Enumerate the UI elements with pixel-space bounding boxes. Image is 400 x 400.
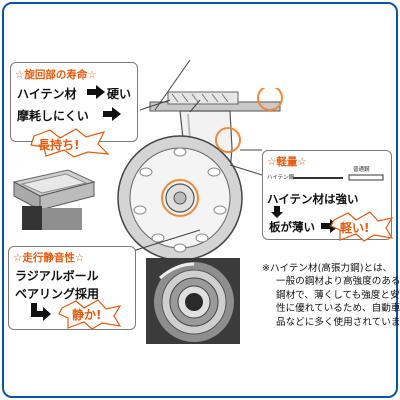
swivel-line1-hard: 硬い xyxy=(107,87,132,101)
quiet-badge-text: 静か! xyxy=(72,308,102,322)
swivel-line2: 摩耗しにくい xyxy=(17,109,89,123)
arrow-bend-icon xyxy=(31,303,51,321)
swivel-badge xyxy=(30,128,110,158)
chart-label-hi: ハイテン鋼 xyxy=(267,175,295,181)
arrow-right-icon xyxy=(103,107,121,121)
quiet-line2: ベアリング採用 xyxy=(15,287,100,301)
quiet-badge xyxy=(58,299,122,330)
thickness-chart: ハイテン鋼 普通鋼 xyxy=(267,165,385,187)
caster-illustration xyxy=(117,88,283,261)
material-note: ※ハイテン材(高張力鋼)とは、 一般の鋼材より高強度のある 鋼材で、薄くしても強… xyxy=(262,262,400,329)
swivel-header: ☆旋回部の寿命☆ xyxy=(15,69,97,81)
note-line: 一般の鋼材より高強度のある xyxy=(276,276,400,288)
note-line: 品などに多く使用されています。 xyxy=(276,316,400,328)
quiet-header: ☆走行静音性☆ xyxy=(13,252,85,264)
chart-label-std: 普通鋼 xyxy=(353,167,370,173)
bearing-photo xyxy=(146,258,240,344)
light-badge-text: 軽い! xyxy=(340,221,370,235)
note-line: 性に優れているため、自動車部 xyxy=(276,303,400,315)
swivel-badge-text: 長持ち! xyxy=(38,138,80,152)
swivel-line1-material: ハイテン材 xyxy=(17,87,77,101)
light-line1: ハイテン材は強い xyxy=(267,192,359,206)
top-plate-photo xyxy=(8,162,98,234)
note-line: ※ハイテン材(高張力鋼)とは、 xyxy=(262,263,393,274)
quiet-line1: ラジアルボール xyxy=(15,269,99,283)
note-line: 鋼材で、薄くしても強度と安全 xyxy=(276,289,400,301)
swivel-card: ☆旋回部の寿命☆ ハイテン材 硬い 摩耗しにくい xyxy=(10,62,138,142)
arrow-right-icon xyxy=(87,85,105,99)
light-line2: 板が薄い xyxy=(269,220,315,234)
arrow-down-icon xyxy=(271,206,283,218)
light-badge xyxy=(330,211,394,242)
light-header: ☆軽量☆ xyxy=(267,156,307,168)
